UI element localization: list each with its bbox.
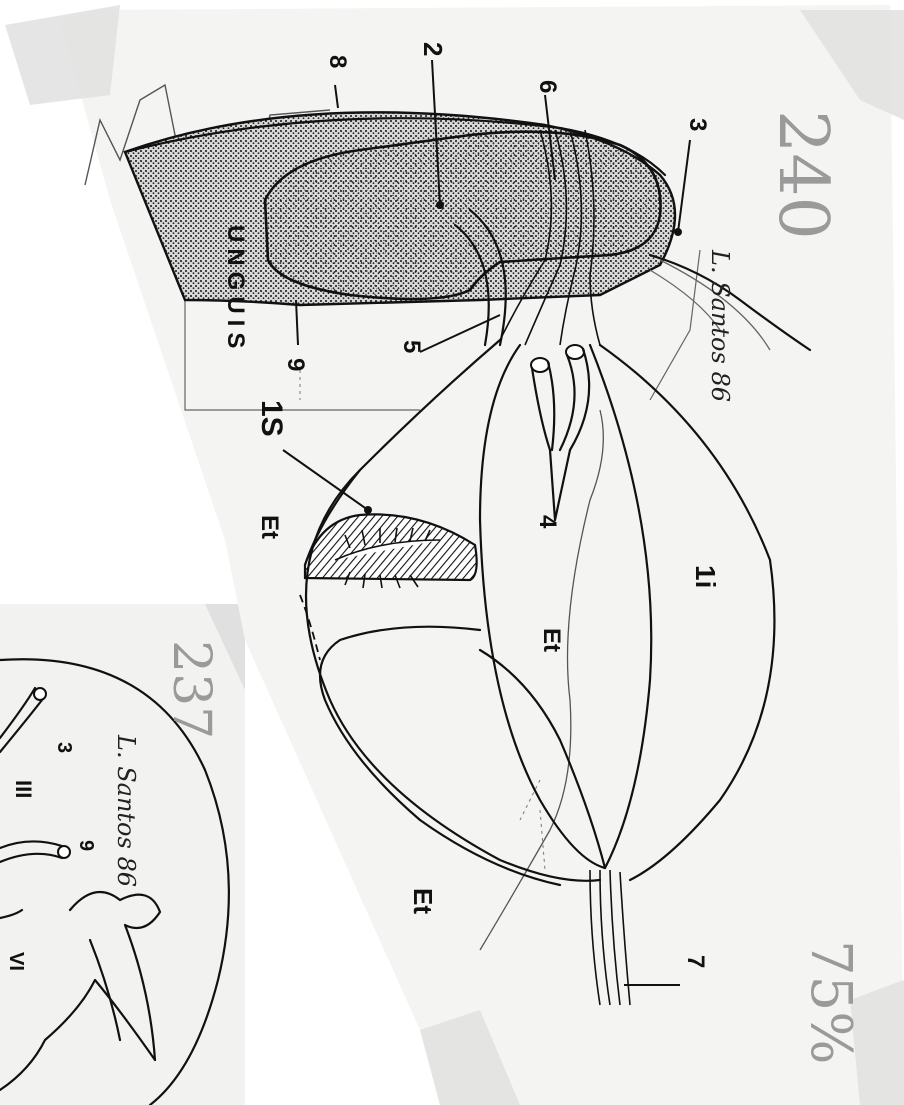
inset-label-9: 9 <box>75 840 97 851</box>
tape-top-left <box>5 5 120 105</box>
label-1s: 1S <box>255 400 288 437</box>
label-unguis: UNGUIS <box>222 225 249 354</box>
label-7: 7 <box>682 955 709 968</box>
main-signature: L. Santos 86 <box>706 249 734 402</box>
inset-label-VI: VI <box>5 952 27 971</box>
label-et-upper: Et <box>256 515 283 539</box>
inset-signature: L. Santos 86 <box>112 734 140 887</box>
label-et-lower: Et <box>408 888 438 914</box>
label-3: 3 <box>684 118 711 131</box>
label-4: 4 <box>534 515 561 529</box>
main-page-number: 240 <box>763 110 842 240</box>
inset-nerve-9-end <box>58 846 70 858</box>
inset-nerve-3-end <box>34 688 46 700</box>
inset-label-III: III <box>11 780 36 798</box>
label-et-middle: Et <box>538 628 565 652</box>
label-6: 6 <box>534 80 561 93</box>
inset-drawing: III VI 3 9 L. Santos 86 237 <box>0 604 245 1105</box>
label-1i: 1i <box>690 565 721 588</box>
inset-page-number: 237 <box>161 640 221 739</box>
label-2: 2 <box>418 42 448 56</box>
scale-note: 75% <box>798 940 863 1064</box>
label-5: 5 <box>398 340 425 353</box>
label-9: 9 <box>282 358 309 371</box>
label-8: 8 <box>324 55 351 68</box>
inset-label-3: 3 <box>53 742 75 753</box>
